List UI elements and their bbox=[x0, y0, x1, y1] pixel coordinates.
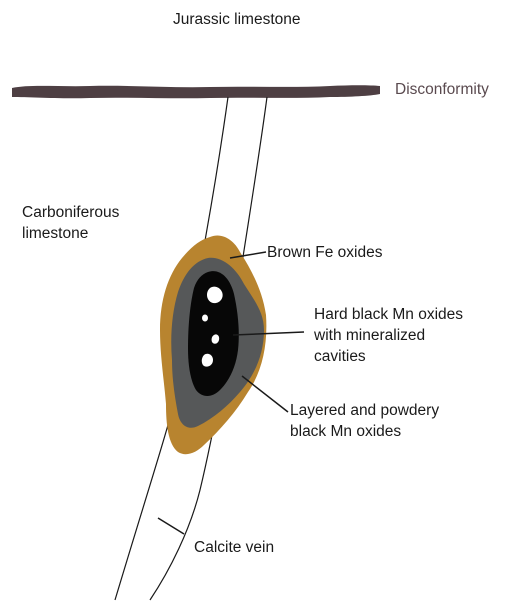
label-disconformity: Disconformity bbox=[395, 80, 489, 100]
disconformity-band bbox=[12, 85, 380, 98]
label-carboniferous-line1: Carboniferous bbox=[22, 203, 119, 223]
label-hard-mn-line2: with mineralized bbox=[314, 326, 425, 346]
leader-calcite-vein bbox=[158, 518, 184, 534]
label-calcite-vein: Calcite vein bbox=[194, 538, 274, 558]
label-layered-mn-line1: Layered and powdery bbox=[290, 401, 439, 421]
cavity-2 bbox=[202, 315, 208, 322]
leader-layered-mn bbox=[242, 376, 288, 412]
label-carboniferous-line2: limestone bbox=[22, 224, 88, 244]
label-hard-mn-line3: cavities bbox=[314, 347, 366, 367]
label-layered-mn-line2: black Mn oxides bbox=[290, 422, 401, 442]
label-hard-mn-line1: Hard black Mn oxides bbox=[314, 305, 463, 325]
label-jurassic-limestone: Jurassic limestone bbox=[173, 10, 301, 30]
label-fe-oxides: Brown Fe oxides bbox=[267, 243, 382, 263]
